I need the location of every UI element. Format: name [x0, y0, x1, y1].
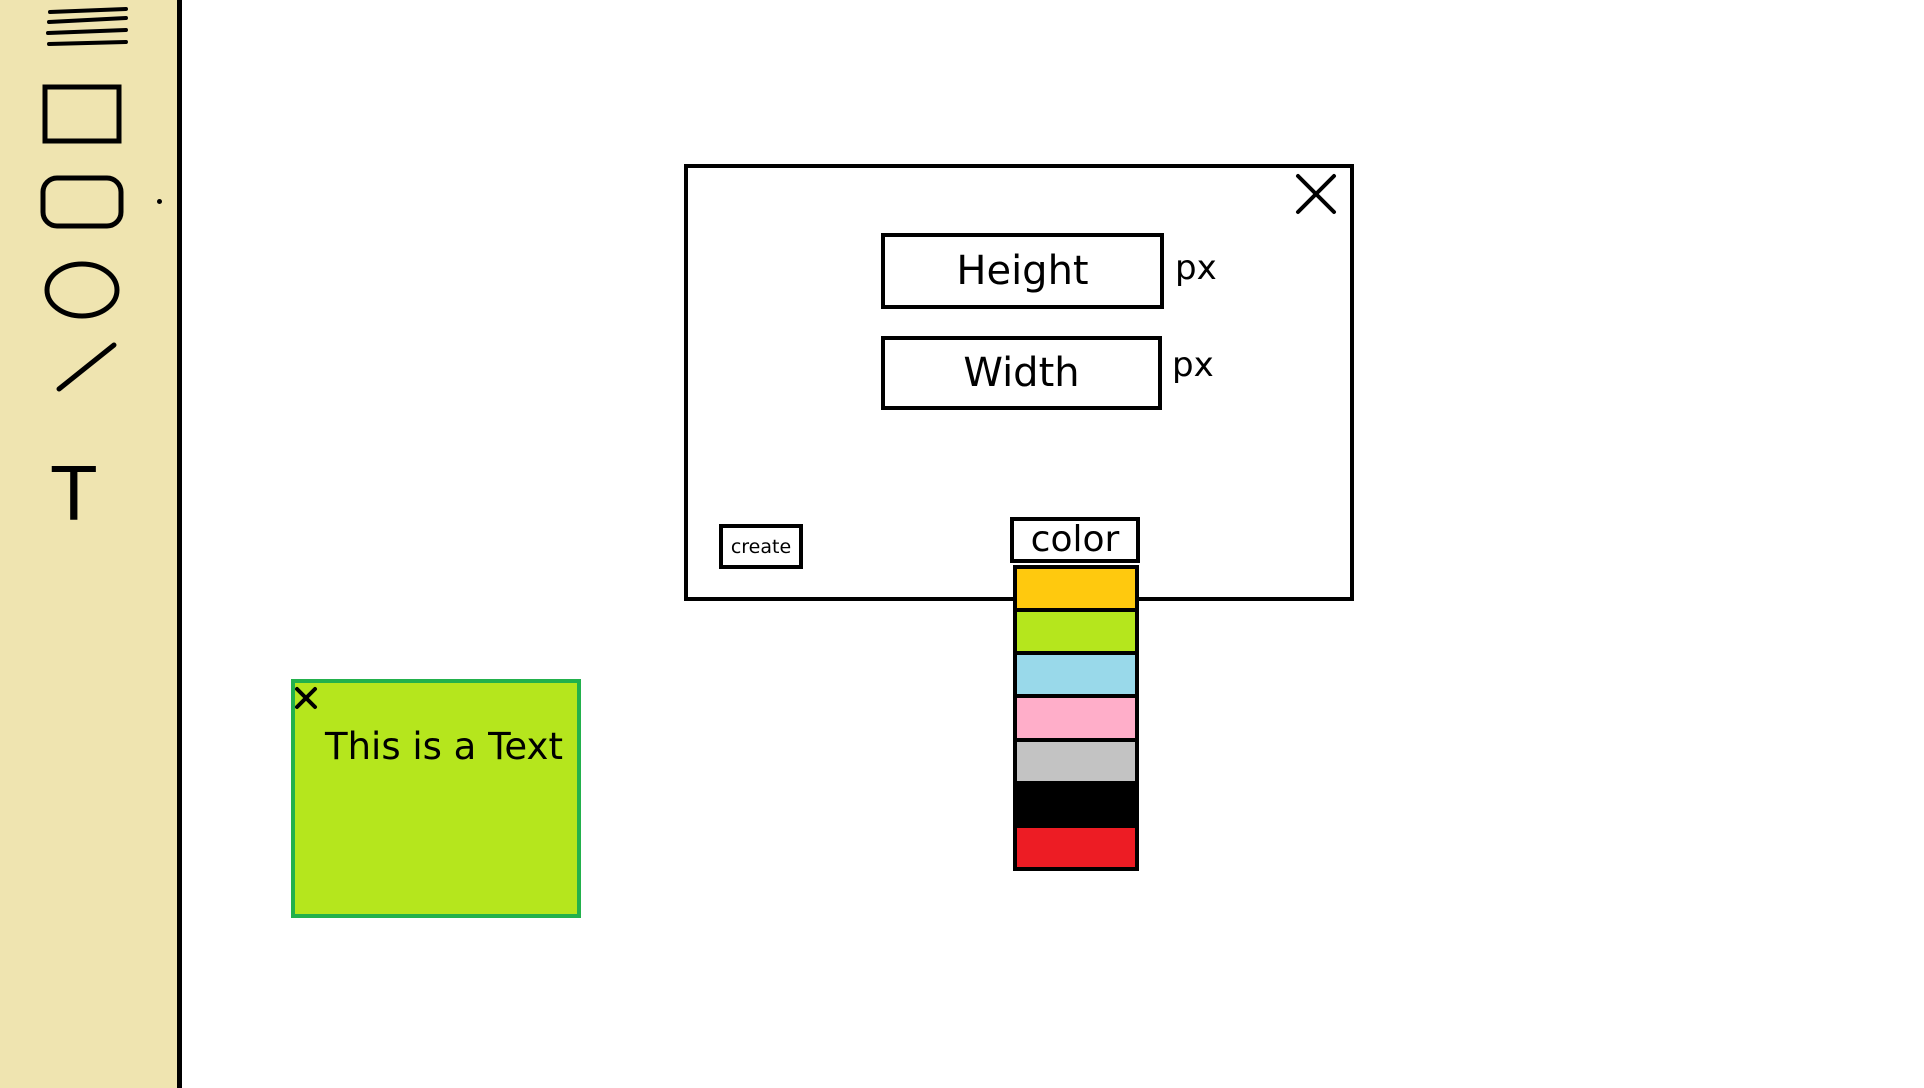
color-swatch-black[interactable]: [1017, 784, 1135, 828]
width-unit: px: [1172, 345, 1214, 385]
width-input-label: Width: [963, 350, 1080, 396]
color-palette: [1013, 565, 1139, 871]
note-text: This is a Text: [325, 725, 563, 768]
color-swatch-light-blue[interactable]: [1017, 655, 1135, 699]
rectangle-icon[interactable]: [42, 84, 122, 144]
text-icon[interactable]: T: [50, 449, 98, 537]
hamburger-icon[interactable]: [46, 6, 130, 48]
color-button[interactable]: color: [1010, 517, 1140, 563]
color-swatch-yellow[interactable]: [1017, 569, 1135, 613]
color-swatch-lime[interactable]: [1017, 612, 1135, 656]
close-icon[interactable]: [293, 685, 319, 711]
text-note[interactable]: [291, 679, 581, 918]
height-input[interactable]: Height: [881, 233, 1164, 309]
height-unit: px: [1175, 248, 1217, 288]
ellipse-icon[interactable]: [43, 260, 121, 320]
toolbar: T: [0, 0, 182, 1088]
color-swatch-red[interactable]: [1017, 827, 1135, 867]
width-input[interactable]: Width: [881, 336, 1162, 410]
close-icon[interactable]: [1292, 170, 1340, 218]
create-button[interactable]: create: [719, 524, 803, 569]
color-swatch-gray[interactable]: [1017, 741, 1135, 785]
color-swatch-pink[interactable]: [1017, 698, 1135, 742]
rounded-rectangle-icon[interactable]: [40, 175, 124, 229]
stray-dot: [157, 199, 162, 204]
line-icon[interactable]: [54, 340, 118, 394]
height-input-label: Height: [956, 248, 1089, 294]
